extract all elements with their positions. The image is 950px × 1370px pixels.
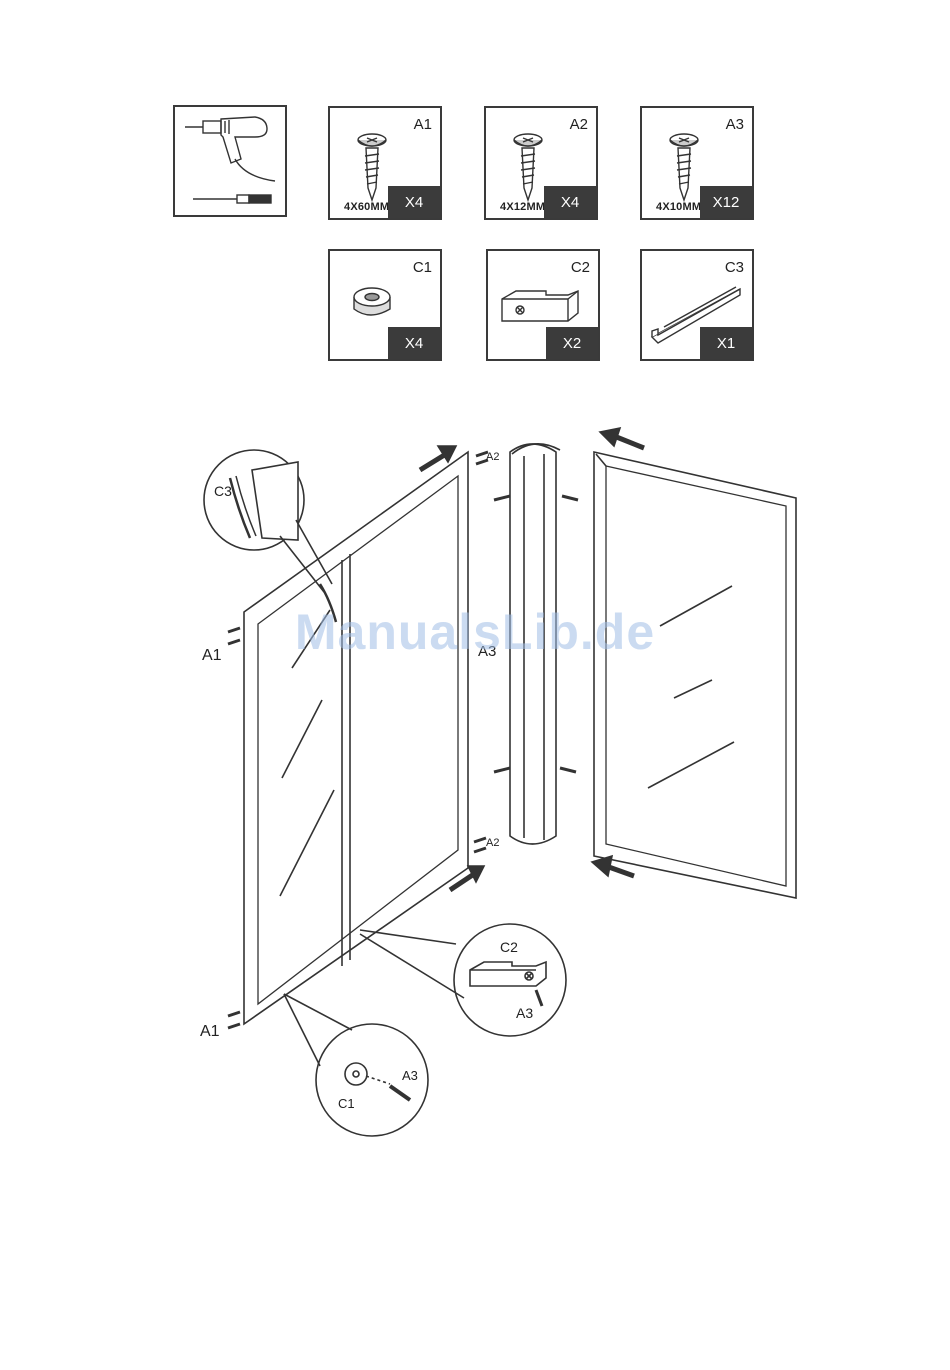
screw-icon: [494, 768, 510, 772]
screw-icon: [228, 1024, 240, 1028]
label-c3: C3: [214, 483, 232, 499]
label-c2: C2: [500, 939, 518, 955]
label-a1: A1: [200, 1023, 220, 1040]
arrow-icon: [450, 874, 474, 890]
arrow-icon: [614, 436, 644, 448]
label-a3: A3: [402, 1068, 418, 1083]
label-a2: A2: [486, 837, 499, 849]
label-a2: A2: [486, 451, 499, 463]
screw-icon: [474, 838, 486, 842]
screw-icon: [228, 1012, 240, 1016]
label-a3: A3: [516, 1005, 533, 1021]
screw-icon: [494, 496, 510, 500]
screw-icon: [560, 768, 576, 772]
side-panel: [594, 452, 796, 898]
screw-icon: [562, 496, 578, 500]
watermark: ManualsLib.de: [0, 603, 950, 661]
screw-icon: [474, 848, 486, 852]
arrow-icon: [420, 454, 446, 470]
label-c1: C1: [338, 1096, 355, 1111]
